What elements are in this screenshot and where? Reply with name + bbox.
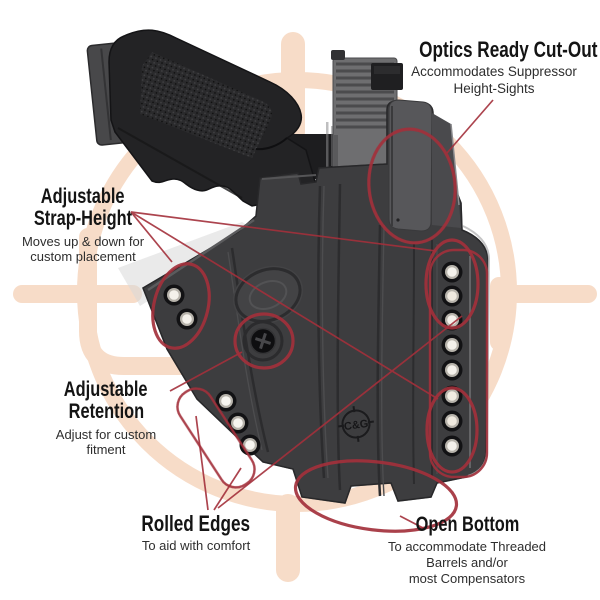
- brand-stamp-text: C&G: [343, 418, 369, 433]
- callout-open-bottom: Open Bottom To accommodate Threaded Barr…: [377, 513, 557, 587]
- callout-rolled-edges: Rolled Edges To aid with comfort: [116, 512, 276, 554]
- annotation-ellipse-open-bottom: [293, 459, 459, 533]
- annotation-rect-belt-wing: [428, 248, 489, 479]
- retention-screw: [242, 320, 284, 362]
- rear-sight: [371, 63, 403, 90]
- pistol-grip: [108, 29, 319, 207]
- annotation-ellipse-left-eyelets: [151, 262, 211, 350]
- callout-title: Optics Ready Cut-Out: [419, 37, 598, 62]
- annotation-ellipses: [151, 127, 480, 533]
- callout-description: Accommodates Suppressor Height-Sights: [411, 64, 577, 96]
- callout-title: Open Bottom: [415, 513, 519, 536]
- callout-description: To aid with comfort: [141, 538, 251, 554]
- annotation-ellipse-optics: [367, 127, 457, 245]
- callout-strap-height: Adjustable Strap-Height Moves up & down …: [8, 185, 158, 265]
- annotation-ellipse-right-top: [424, 238, 480, 330]
- annotation-ellipse-right-bottom: [425, 386, 479, 474]
- callout-optics: Optics Ready Cut-Out Accommodates Suppre…: [394, 37, 598, 97]
- callout-retention: Adjustable Retention Adjust for custom f…: [31, 378, 181, 458]
- annotation-marks: [130, 99, 494, 533]
- brand-stamp-icon: C&G: [338, 406, 374, 442]
- callout-title: Adjustable Retention: [64, 378, 148, 424]
- callout-title: Rolled Edges: [141, 511, 251, 536]
- annotation-ellipse-retention: [233, 312, 295, 370]
- callout-description: Adjust for custom fitment: [55, 426, 157, 458]
- callout-description: To accommodate Threaded Barrels and/or m…: [387, 539, 547, 586]
- holster-graphic: C&G: [142, 99, 491, 504]
- callout-description: Moves up & down for custom placement: [21, 233, 145, 265]
- annotation-leader-lines: [130, 99, 494, 530]
- callout-title: Adjustable Strap-Height: [33, 185, 133, 231]
